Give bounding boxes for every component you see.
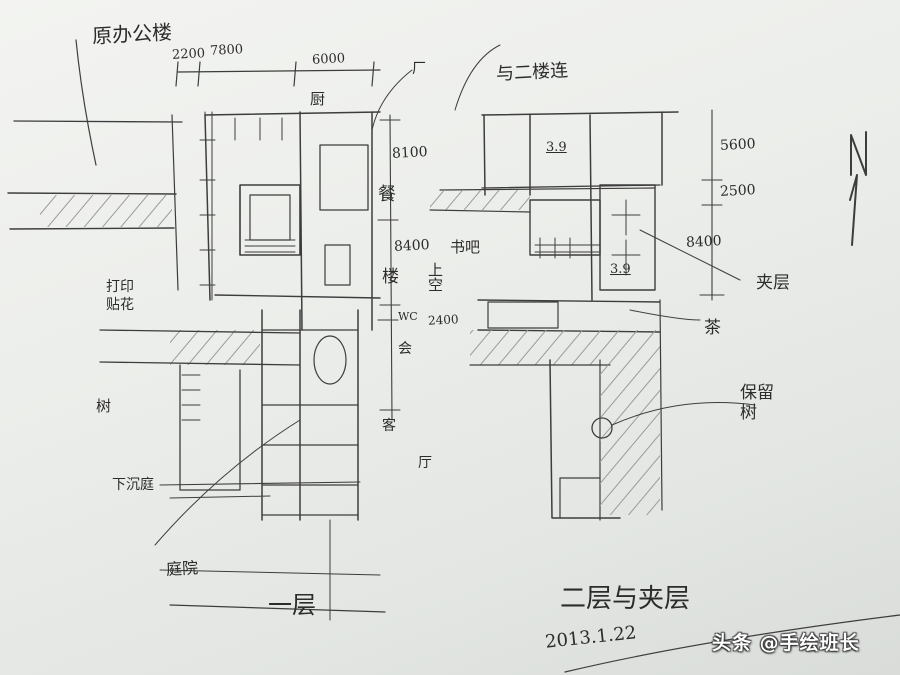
north-arrow-icon: [849, 131, 867, 246]
corridor-hatch-first: [170, 330, 260, 365]
dim-8400-right: 8400: [685, 233, 723, 251]
first-floor-plan: [99, 111, 381, 621]
dim-2400: 2400: [427, 312, 459, 328]
label-old-office: 原办公楼: [91, 19, 173, 49]
top-dimension-line: [175, 61, 413, 131]
courtyard-hatch: [600, 365, 660, 515]
label-courtyard: 庭院: [165, 558, 199, 579]
first-floor-title: 一层: [268, 591, 316, 619]
label-book-bar: 书吧: [450, 238, 481, 256]
level-mark-b: 3.9: [610, 262, 631, 277]
level-mark-a: 3.9: [546, 140, 567, 155]
label-sunken-court: 下沉庭: [112, 477, 154, 493]
corridor-hatch-left: [40, 195, 172, 227]
retained-tree-symbol: [591, 417, 613, 439]
label-factory-mark: 厂: [412, 61, 426, 77]
label-stair: 楼: [382, 267, 399, 287]
dim-2500: 2500: [719, 182, 757, 200]
label-kitchen: 厨: [310, 90, 326, 108]
second-floor-dimension-line: [699, 109, 725, 301]
second-floor-plan: [429, 44, 756, 521]
label-print-board: 打印贴花: [106, 279, 134, 313]
first-floor-label-underline: [169, 604, 386, 613]
label-hall: 厅: [418, 455, 432, 471]
label-tree: 树: [96, 397, 112, 415]
second-floor-title: 二层与夹层: [560, 584, 691, 614]
dim-6000: 6000: [311, 51, 346, 68]
label-retained-tree: 保留树: [740, 383, 774, 423]
label-meeting: 会: [398, 341, 412, 357]
old-office-building: [7, 39, 183, 291]
corridor-hatch-link: [470, 330, 660, 365]
label-dining: 餐: [378, 184, 396, 205]
date-underline: [564, 614, 900, 673]
watermark: 头条 @手绘班长: [712, 632, 860, 654]
dim-5600: 5600: [719, 136, 757, 154]
label-connect-second-floor: 与二楼连: [495, 60, 569, 85]
first-floor-dimension-line: [377, 114, 401, 421]
dim-8100: 8100: [391, 144, 429, 162]
dim-7800: 7800: [209, 42, 244, 59]
kitchen-dining-room: [319, 144, 369, 211]
dim-8400-left: 8400: [393, 237, 431, 255]
corridor-hatch-second: [430, 190, 530, 210]
dim-2200: 2200: [171, 46, 206, 63]
label-guest: 客: [382, 418, 396, 434]
label-void-above: 上空: [426, 262, 444, 292]
label-wc: WC: [398, 310, 418, 323]
stair-core: [239, 184, 301, 256]
label-tea: 茶: [704, 318, 721, 338]
label-mezzanine: 夹层: [756, 273, 790, 293]
